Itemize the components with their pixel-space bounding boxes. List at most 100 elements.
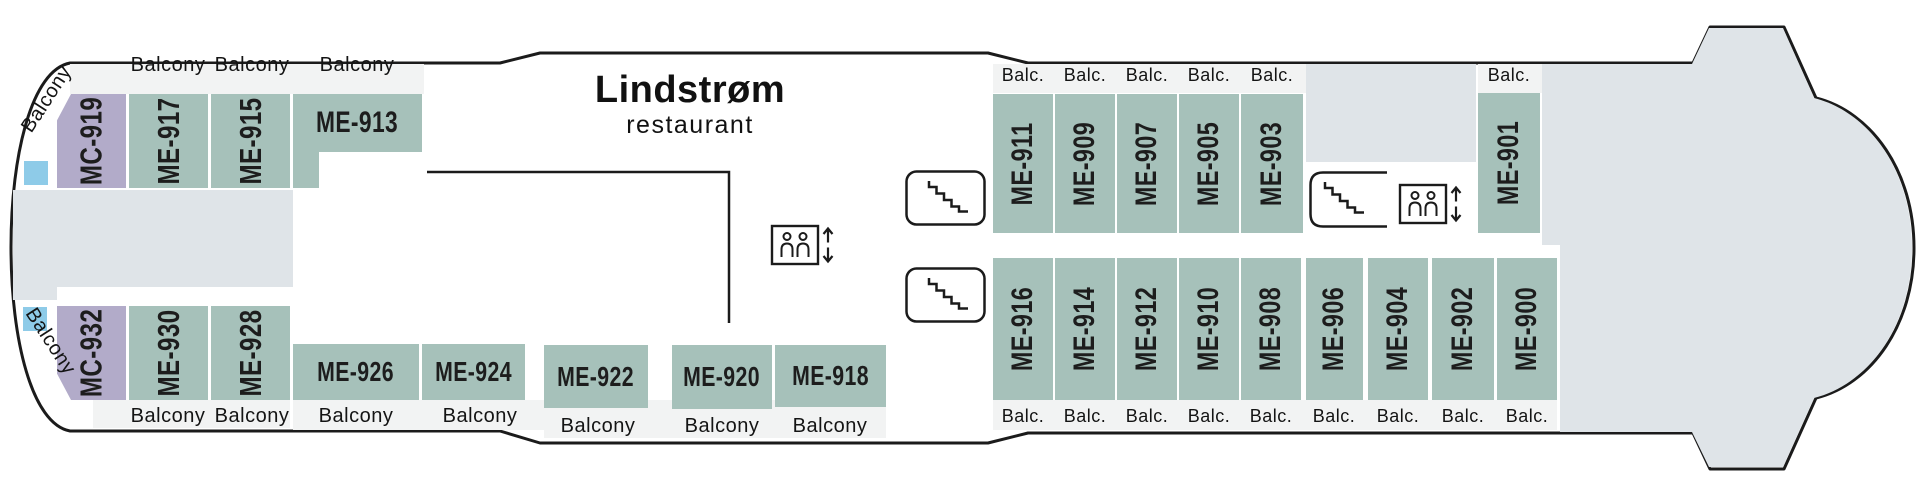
balc-label: Balc.: [1187, 406, 1231, 426]
cabin-ME-913-extension: [293, 152, 319, 188]
cabin-number: ME-916: [1006, 286, 1040, 372]
cabin-number: ME-924: [435, 356, 512, 387]
cabin-ME-914[interactable]: ME-914: [1055, 258, 1115, 400]
cabin-number: ME-926: [317, 356, 395, 387]
cabin-ME-911[interactable]: ME-911: [993, 94, 1053, 233]
stairs-icon: [905, 267, 986, 323]
cabin-number: ME-922: [557, 360, 635, 392]
bow-deck-area: [1542, 28, 1912, 467]
cabin-number: ME-902: [1446, 286, 1480, 372]
balc-label: Balc.: [1125, 65, 1169, 85]
cabin-ME-930[interactable]: ME-930: [129, 306, 208, 400]
balcony-strip: [293, 400, 544, 430]
cabin-ME-905[interactable]: ME-905: [1179, 94, 1239, 233]
cabin-number: ME-900: [1510, 286, 1544, 372]
restaurant-wall-line: [427, 170, 731, 323]
cabin-ME-904[interactable]: ME-904: [1368, 258, 1428, 400]
cabin-number: ME-904: [1381, 286, 1415, 372]
balcony-label: Balcony: [560, 415, 636, 437]
cabin-ME-920[interactable]: ME-920: [672, 345, 772, 409]
balcony-label: Balcony: [130, 54, 206, 76]
cabin-ME-915[interactable]: ME-915: [211, 94, 290, 188]
elevator-up-down-arrows: [1450, 185, 1462, 223]
balc-label: Balc.: [1441, 406, 1485, 426]
balcony-label: Balcony: [792, 415, 868, 437]
blue-square-marker: [24, 161, 48, 185]
cabin-number: ME-906: [1317, 286, 1351, 372]
balc-label: Balc.: [1187, 65, 1231, 85]
cabin-ME-907[interactable]: ME-907: [1117, 94, 1177, 233]
balc-label: Balc.: [1063, 406, 1107, 426]
cabin-ME-917[interactable]: ME-917: [129, 94, 208, 188]
blue-square-marker: [23, 307, 47, 331]
balcony-strip: [93, 400, 290, 428]
balc-label: Balc.: [1001, 65, 1045, 85]
cabin-number: ME-928: [232, 309, 268, 397]
cabin-ME-928[interactable]: ME-928: [211, 306, 290, 400]
stairs-icon: [905, 170, 986, 226]
balcony-label: Balcony: [442, 405, 518, 427]
cabin-ME-913[interactable]: ME-913: [293, 94, 422, 152]
balcony-label: Balcony: [130, 405, 206, 427]
balcony-label: Balcony: [214, 54, 290, 76]
cabin-ME-901[interactable]: ME-901: [1478, 93, 1540, 233]
cabin-ME-918[interactable]: ME-918: [775, 345, 886, 407]
cabin-number: ME-930: [150, 309, 186, 397]
cabin-ME-900[interactable]: ME-900: [1497, 258, 1557, 400]
balcony-label: Balcony: [319, 54, 395, 76]
elevator-up-down-arrows: [822, 226, 834, 264]
cabin-number: ME-909: [1068, 121, 1102, 206]
cabin-number: ME-907: [1130, 121, 1164, 206]
cabin-number: ME-917: [150, 97, 186, 185]
balc-label: Balc.: [1505, 406, 1549, 426]
cabin-number: ME-914: [1068, 286, 1102, 372]
cabin-number: ME-910: [1192, 286, 1226, 372]
cabin-number: ME-920: [683, 361, 761, 392]
balcony-strip: [993, 400, 1557, 430]
cabin-number: ME-903: [1255, 121, 1289, 206]
balcony-strip: [1478, 64, 1542, 93]
restaurant-name: Lindstrøm: [594, 69, 786, 111]
restaurant-subtitle: restaurant: [626, 110, 754, 139]
cabin-number: ME-911: [1006, 122, 1040, 205]
cabin-ME-908[interactable]: ME-908: [1241, 258, 1301, 400]
balcony-label: Balcony: [214, 405, 290, 427]
cabin-MC-919[interactable]: MC-919: [57, 94, 126, 188]
cabin-number: ME-901: [1492, 120, 1526, 206]
cabin-number: ME-918: [792, 360, 869, 391]
balc-label: Balc.: [1001, 406, 1045, 426]
cabin-ME-910[interactable]: ME-910: [1179, 258, 1239, 400]
aft-service-area: [13, 190, 293, 300]
cabin-ME-922[interactable]: ME-922: [544, 345, 648, 408]
cabin-number: ME-912: [1130, 286, 1164, 372]
balcony-label: Balcony: [684, 415, 760, 437]
cabin-number: MC-919: [73, 96, 109, 186]
balcony-label: Balcony: [318, 405, 394, 427]
cabin-ME-902[interactable]: ME-902: [1432, 258, 1494, 400]
cabin-ME-906[interactable]: ME-906: [1306, 258, 1363, 400]
cabin-ME-903[interactable]: ME-903: [1241, 94, 1303, 233]
midship-service-area: [1306, 64, 1476, 162]
balc-label: Balc.: [1487, 65, 1531, 85]
cabin-ME-916[interactable]: ME-916: [993, 258, 1053, 400]
balc-label: Balc.: [1125, 406, 1169, 426]
cabin-number: ME-908: [1254, 286, 1288, 372]
balcony-strip: [993, 64, 1306, 93]
cabin-number: ME-915: [232, 97, 268, 185]
cabin-number: ME-913: [316, 106, 399, 139]
balc-label: Balc.: [1312, 406, 1356, 426]
balc-label: Balc.: [1249, 406, 1293, 426]
elevator-icon: [1398, 183, 1462, 225]
cabin-ME-924[interactable]: ME-924: [422, 344, 525, 400]
elevator-icon: [770, 224, 834, 266]
cabin-ME-909[interactable]: ME-909: [1055, 94, 1115, 233]
balc-label: Balc.: [1250, 65, 1294, 85]
cabin-number: ME-905: [1192, 121, 1226, 206]
balcony-strip: [70, 64, 424, 94]
balc-label: Balc.: [1063, 65, 1107, 85]
cabin-MC-932[interactable]: MC-932: [57, 306, 126, 400]
cabin-ME-926[interactable]: ME-926: [293, 344, 419, 400]
balc-label: Balc.: [1376, 406, 1420, 426]
cabin-ME-912[interactable]: ME-912: [1117, 258, 1177, 400]
